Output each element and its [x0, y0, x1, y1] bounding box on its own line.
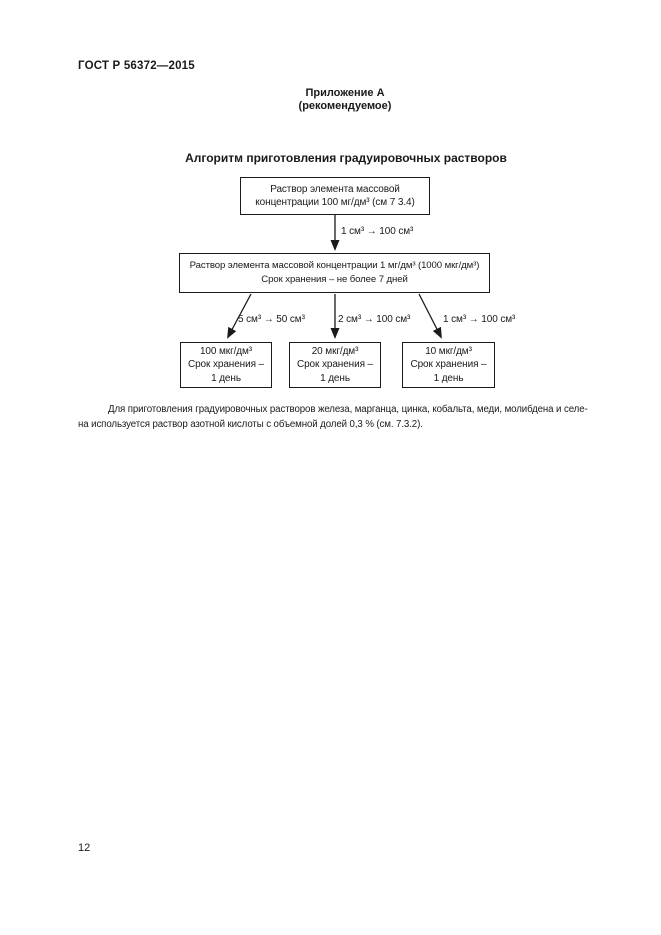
box-concentration: 20 мкг/дм³ [311, 345, 359, 357]
annex-subtitle: (рекомендуемое) [298, 100, 392, 112]
box-concentration: 10 мкг/дм³ [425, 345, 472, 357]
box-storage-duration: 1 день [211, 372, 241, 384]
box-text-line: Раствор элемента массовой концентрации 1… [189, 260, 480, 271]
annex-title: Приложение А [305, 87, 385, 99]
note-paragraph: Для приготовления градуировочных раствор… [78, 403, 590, 432]
box-storage-label: Срок хранения – [296, 359, 374, 371]
arrow-middle-to-right-box [418, 293, 442, 339]
arrow-label-dilution-top: 1 см³ → 100 см³ [341, 226, 414, 237]
note-line-2: на используется раствор азотной кислоты … [78, 418, 423, 430]
box-text-line: концентрации 100 мг/дм³ (см 7 3.4) [255, 197, 415, 208]
document-header: ГОСТ Р 56372—2015 [78, 60, 195, 72]
flowchart-box-solution-100: 100 мкг/дм³ Срок хранения – 1 день [180, 342, 272, 388]
box-storage-duration: 1 день [433, 372, 464, 384]
flowchart-box-solution-20: 20 мкг/дм³ Срок хранения – 1 день [289, 342, 381, 388]
box-text-line: Срок хранения – не более 7 дней [261, 274, 408, 285]
note-line-1: Для приготовления градуировочных раствор… [108, 404, 588, 415]
box-storage-duration: 1 день [320, 372, 350, 384]
box-storage-label: Срок хранения – [187, 359, 265, 371]
flowchart-box-stock-solution: Раствор элемента массовой концентрации 1… [240, 177, 430, 215]
box-concentration: 100 мкг/дм³ [199, 345, 253, 357]
diagram-title: Алгоритм приготовления градуировочных ра… [185, 151, 507, 165]
page-number: 12 [78, 842, 91, 854]
arrow-label-dilution-left: 5 см³ → 50 см³ [238, 314, 305, 325]
flowchart-box-solution-10: 10 мкг/дм³ Срок хранения – 1 день [402, 342, 495, 388]
box-text-line: Раствор элемента массовой [270, 183, 400, 195]
arrow-label-dilution-center: 2 см³ → 100 см³ [338, 314, 411, 325]
flowchart-box-intermediate-solution: Раствор элемента массовой концентрации 1… [179, 253, 490, 293]
box-storage-label: Срок хранения – [410, 359, 487, 371]
arrow-label-dilution-right: 1 см³ → 100 см³ [443, 314, 516, 325]
